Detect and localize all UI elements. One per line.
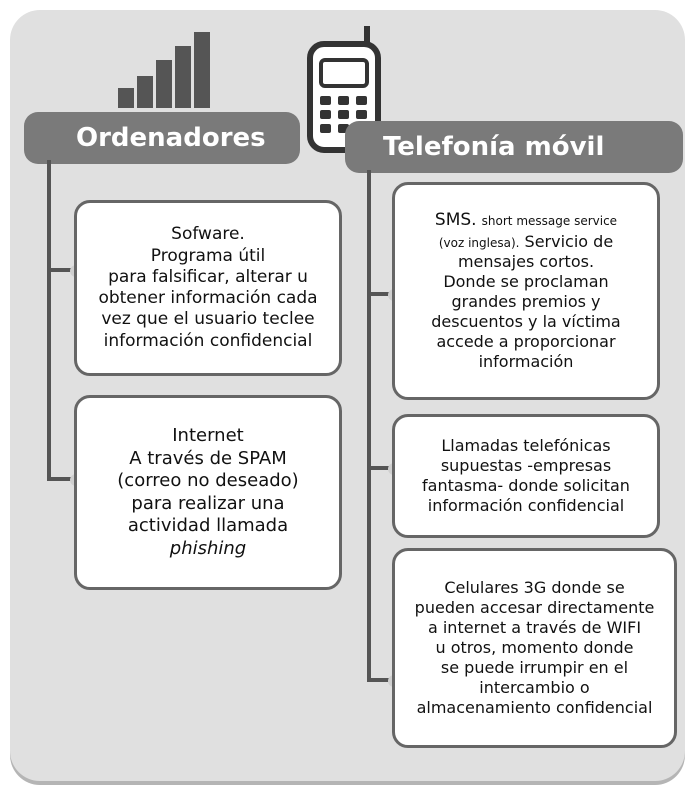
header-ordenadores-label: Ordenadores xyxy=(76,123,266,153)
sms-small2: (voz inglesa). xyxy=(438,235,520,250)
box-text: A través de SPAM xyxy=(129,447,287,469)
connector-right-2 xyxy=(367,466,395,470)
sms-service: Servicio de xyxy=(524,231,614,251)
box-internet: Internet A través de SPAM (correo no des… xyxy=(74,395,342,590)
header-telefonia-movil: Telefonía móvil xyxy=(345,121,683,173)
box-text: intercambio o xyxy=(479,678,590,697)
connector-left-vertical xyxy=(47,160,51,481)
box-text: Donde se proclaman xyxy=(443,271,609,291)
header-telefonia-label: Telefonía móvil xyxy=(383,132,605,162)
box-text: (correo no deseado) xyxy=(117,470,299,491)
header-ordenadores: Ordenadores xyxy=(24,112,300,164)
box-text-italic: phishing xyxy=(169,537,247,559)
box-text: supuestas -empresas xyxy=(440,456,612,475)
sms-lead: SMS. xyxy=(434,210,477,231)
connector-right-3 xyxy=(367,678,395,682)
box-text: SMS. short message service xyxy=(435,210,617,231)
box-sms: SMS. short message service (voz inglesa)… xyxy=(392,182,660,400)
box-text: Llamadas telefónicas xyxy=(441,436,611,455)
connector-left-1 xyxy=(47,268,77,272)
connector-right-1 xyxy=(367,292,395,296)
box-text: a internet a través de WIFI xyxy=(427,618,642,637)
box-software: Sofware. Programa útil para falsificar, … xyxy=(74,200,342,376)
connector-left-2 xyxy=(47,477,77,481)
box-text: Internet xyxy=(172,425,244,446)
box-text: se puede irrumpir en el xyxy=(440,658,629,677)
box-text: (voz inglesa). Servicio de xyxy=(439,232,613,252)
box-text: información confidencial xyxy=(427,496,625,515)
box-text: obtener información cada xyxy=(98,288,318,308)
box-text: información xyxy=(478,351,574,371)
box-text: fantasma- donde solicitan xyxy=(422,476,630,495)
box-text: vez que el usuario teclee xyxy=(101,309,315,330)
box-text: almacenamiento confidencial xyxy=(416,698,653,717)
box-text: Sofware. xyxy=(171,224,245,245)
box-text: grandes premios y xyxy=(451,291,601,311)
box-text: para falsificar, alterar u xyxy=(108,266,308,287)
box-llamadas: Llamadas telefónicas supuestas -empresas… xyxy=(392,414,660,538)
box-text: descuentos y la víctima xyxy=(431,311,621,331)
box-text: u otros, momento donde xyxy=(435,638,634,657)
connector-right-vertical xyxy=(367,170,371,682)
box-text: Programa útil xyxy=(150,245,266,266)
box-text: Celulares 3G donde se xyxy=(444,578,625,597)
box-text: mensajes cortos. xyxy=(457,251,595,271)
sms-small: short message service xyxy=(481,214,618,229)
box-text: para realizar una xyxy=(131,492,285,514)
box-text: accede a proporcionar xyxy=(436,331,616,351)
box-text: información confidencial xyxy=(103,330,313,351)
box-text: pueden accesar directamente xyxy=(414,598,655,617)
box-celulares-3g: Celulares 3G donde se pueden accesar dir… xyxy=(392,548,677,748)
box-text: actividad llamada xyxy=(127,515,289,536)
